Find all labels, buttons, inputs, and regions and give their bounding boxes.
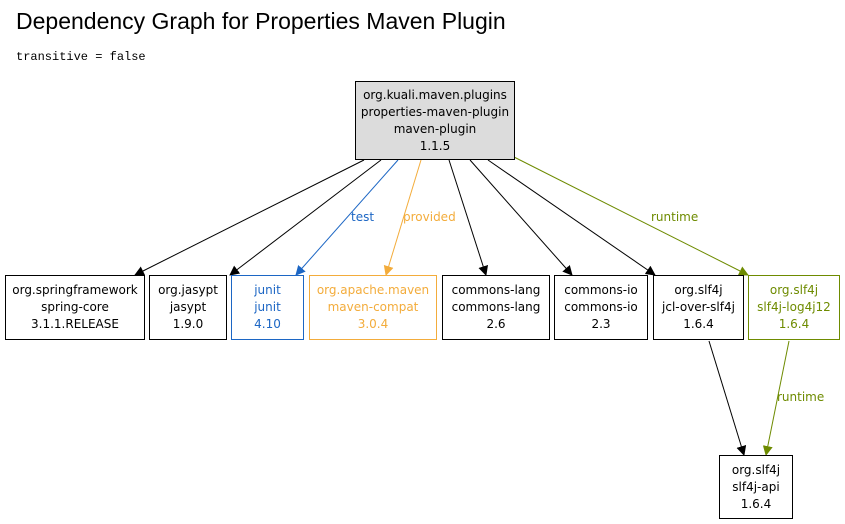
node-label-group: junit [254, 283, 281, 297]
edge-label-provided: provided [403, 210, 456, 224]
node-slf4j-api: org.slf4j slf4j-api 1.6.4 [719, 455, 793, 519]
edge-root-jcl-over-slf4j [487, 159, 656, 276]
node-label-group: org.kuali.maven.plugins [363, 87, 507, 102]
node-label-artifact: jasypt [169, 300, 207, 314]
node-label-version: 2.6 [486, 317, 506, 331]
node-label-artifact: junit [254, 300, 281, 314]
node-commons-io: commons-io commons-io 2.3 [554, 275, 648, 340]
node-jasypt: org.jasypt jasypt 1.9.0 [149, 275, 227, 340]
node-label-version: 3.1.1.RELEASE [31, 317, 119, 331]
node-label-artifact: spring-core [41, 300, 109, 314]
edge-root-commons-io [469, 159, 573, 276]
node-slf4j-log4j12: org.slf4j slf4j-log4j12 1.6.4 [748, 275, 840, 340]
node-label-group: commons-io [564, 283, 638, 297]
edge-root-commons-lang [448, 159, 489, 276]
node-junit: junit junit 4.10 [231, 275, 304, 340]
node-label-group: org.slf4j [731, 462, 781, 477]
node-label-version: 3.0.4 [357, 317, 389, 331]
graph-subtitle: transitive = false [16, 50, 146, 64]
node-label-artifact: slf4j-api [732, 479, 780, 494]
node-label-version: 1.1.5 [419, 138, 451, 153]
node-label-group: commons-lang [451, 283, 541, 297]
node-commons-lang: commons-lang commons-lang 2.6 [442, 275, 550, 340]
node-label-group: org.jasypt [158, 283, 218, 297]
node-jcl-over-slf4j: org.slf4j jcl-over-slf4j 1.6.4 [653, 275, 744, 340]
edge-root-jasypt [229, 159, 382, 276]
edge-label-runtime-root: runtime [651, 210, 699, 224]
node-label-group: org.apache.maven [316, 283, 430, 297]
node-label-artifact: properties-maven-plugin [360, 104, 510, 119]
edge-jcl-over-slf4j-slf4j-api [708, 340, 747, 456]
edge-slf4j-log4j12-slf4j-api [762, 340, 790, 456]
node-label-group: org.slf4j [769, 283, 819, 297]
node-label-artifact: maven-compat [327, 300, 419, 314]
graph-title: Dependency Graph for Properties Maven Pl… [16, 8, 506, 34]
node-label-packaging: maven-plugin [393, 121, 477, 136]
edge-label-test: test [351, 210, 375, 224]
node-label-group: org.springframework [12, 283, 138, 297]
edge-root-spring-core [134, 159, 365, 276]
node-label-version: 1.6.4 [740, 496, 772, 511]
node-label-artifact: commons-lang [451, 300, 541, 314]
node-label-version: 1.6.4 [683, 317, 714, 331]
edge-root-junit [295, 159, 399, 276]
node-label-version: 2.3 [591, 317, 611, 331]
node-maven-compat: org.apache.maven maven-compat 3.0.4 [309, 275, 437, 340]
edge-label-runtime-log4j: runtime [777, 390, 825, 404]
node-label-artifact: slf4j-log4j12 [757, 300, 831, 314]
node-label-version: 1.6.4 [778, 317, 810, 331]
edge-root-slf4j-log4j12 [513, 156, 749, 276]
edge-root-maven-compat [383, 159, 422, 276]
node-label-artifact: commons-io [564, 300, 638, 314]
node-label-artifact: jcl-over-slf4j [662, 300, 735, 314]
node-label-version: 4.10 [254, 317, 281, 331]
node-label-version: 1.9.0 [172, 317, 204, 331]
node-label-group: org.slf4j [674, 283, 723, 297]
node-spring-core: org.springframework spring-core 3.1.1.RE… [5, 275, 145, 340]
node-root-plugin: org.kuali.maven.plugins properties-maven… [355, 81, 515, 160]
